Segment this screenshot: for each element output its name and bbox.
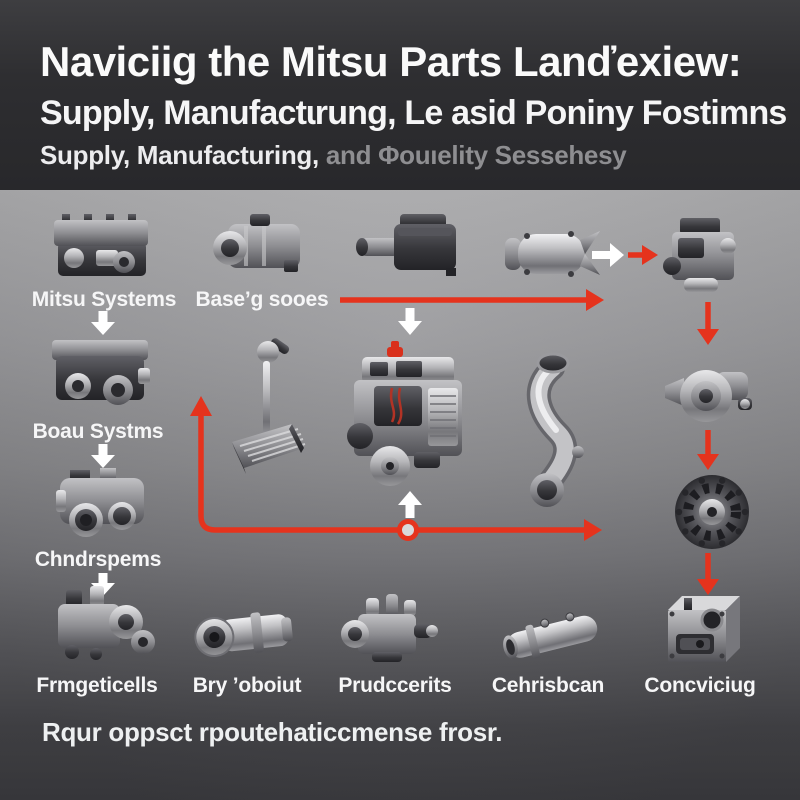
flywheel-clutch-icon [675,475,749,549]
muffler-canister-icon [505,231,600,277]
subtitle-line: Supply, Manufacturing, and Φouıelity Ses… [40,140,627,171]
compressor-assembly-icon [58,586,155,660]
red-arrow-down-1 [697,302,719,345]
label-mitsu-systems: Mitsu Systems [32,288,176,311]
white-arrow-down-2 [91,444,115,468]
cylinder-flange-tube-icon [194,612,293,658]
title-line1: Naviciig the Mitsu Parts Lanďexiew: [40,38,742,85]
label-concviciug: Concviciug [644,674,755,697]
label-frmgeticells: Frmgeticells [36,674,157,697]
exhaust-pipe-icon [526,352,584,507]
main-engine-red-cap-icon [347,341,462,486]
gearbox-housing-icon [213,214,300,272]
header-band: Naviciig the Mitsu Parts Lanďexiew: Supp… [0,0,800,190]
parts-flow-diagram: Mitsu Systems Base’g sooes [32,214,756,697]
label-boau-systms: Boau Systms [33,420,164,443]
cylinder-head-engine-icon [54,214,148,276]
label-bry-oboiut: Bry ’oboiut [193,674,302,697]
pump-unit-icon [341,594,438,662]
air-intake-box-icon [356,214,456,276]
red-arrow-right-long [340,289,604,311]
red-arrow-down-3 [697,553,719,595]
label-cehrisbcan: Cehrisbcan [492,674,604,697]
water-pump-icon [665,370,752,422]
transmission-case-icon [56,468,144,537]
white-arrow-up [398,491,422,518]
subtitle-gray: and Φouıelity Sessehesy [318,140,627,170]
subtitle-white: Supply, Manufacturing, [40,140,319,170]
straight-tube-icon [503,612,598,659]
red-arrow-loop-up-right [190,396,602,541]
label-baseg-sooes: Base’g sooes [196,288,329,311]
label-chndrspems: Chndrspems [35,548,161,571]
red-arrow-down-2 [697,430,719,470]
title-line2: Supply, Manufactɩrung, Le asid Poniny Fo… [40,94,787,132]
label-prudccerits: Prudccerits [338,674,451,697]
white-arrow-down-3 [91,573,115,596]
gear-shifter-conveyor-icon [232,338,306,474]
engine-assembly-icon [663,218,736,292]
control-box-icon [668,596,740,662]
white-arrow-down-1 [91,311,115,335]
white-arrow-right [592,243,624,267]
red-arrow-right-short [628,245,658,265]
footer-caption: Rqur oppsct rpoutehaticcmense frosr. [42,717,503,747]
engine-block-icon [52,340,150,405]
white-arrow-down-4 [398,308,422,335]
